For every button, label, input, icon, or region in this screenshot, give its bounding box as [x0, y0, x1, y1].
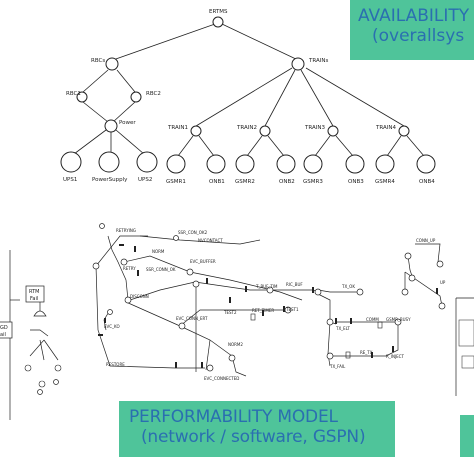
- gspn-label-test2: TEST2: [223, 310, 237, 315]
- rtm-fail-label: Fail: [30, 296, 38, 302]
- gspn-transitions: [98, 244, 438, 368]
- performability-banner-subtitle: (network / software, GSPN): [141, 427, 366, 447]
- train2-label: TRAIN2: [236, 125, 257, 131]
- gsmr3-label: GSMR3: [303, 179, 323, 185]
- trains-node: [291, 57, 305, 71]
- gspn-label-ssr-con-ok2: SSR_CON_OK2: [178, 230, 208, 235]
- gsmr2-label: GSMR2: [235, 179, 255, 185]
- rbcs-label: RBCs: [91, 58, 105, 64]
- onb4-node: [416, 154, 436, 174]
- train4-node: [398, 125, 410, 137]
- gspn-label-norm: NORM: [152, 249, 165, 254]
- gspn-label-disconn: DISCONN: [130, 294, 149, 299]
- onb2-label: ONB2: [279, 179, 295, 185]
- gspn-label-ric-buf: RIC_BUF: [286, 282, 303, 287]
- gsmr1-label: GSMR1: [166, 179, 186, 185]
- rbc1-node: [76, 91, 88, 103]
- gspn-label-re-tx: RE_TX: [360, 350, 373, 355]
- gsmr2-node: [235, 154, 255, 174]
- gsmr1-node: [166, 154, 186, 174]
- gspn-label-comm: COMM: [366, 317, 379, 322]
- train1-label: TRAIN1: [167, 125, 188, 131]
- ups2-node: [136, 151, 158, 173]
- gspn-label-ret-timer: RET_TIMER: [252, 308, 274, 313]
- ups2-label: UPS2: [138, 177, 152, 183]
- performability-model-banner: PERFORMABILITY MODEL (network / software…: [119, 401, 395, 457]
- gspn-label-tx-fail: TX_FAIL: [329, 364, 346, 369]
- availability-banner-title: AVAILABILITY: [358, 6, 470, 26]
- gsmr3-node: [303, 154, 323, 174]
- gd-box-label: GD: [0, 325, 8, 331]
- gspn-label-test1: TEST1: [285, 307, 299, 312]
- gspn-label-up: UP: [440, 280, 446, 285]
- gsmr4-node: [375, 154, 395, 174]
- powersupply-label: PowerSupply: [92, 177, 128, 183]
- train1-node: [190, 125, 202, 137]
- onb1-node: [206, 154, 226, 174]
- performability-banner-title: PERFORMABILITY MODEL: [129, 407, 338, 427]
- gspn-label-evc-connected: EVC_CONNECTED: [204, 376, 239, 381]
- gsmr4-label: GSMR4: [375, 179, 395, 185]
- availability-banner-subtitle: (overallsys: [372, 26, 465, 46]
- train3-label: TRAIN3: [304, 125, 325, 131]
- right-banner-fragment: [460, 415, 474, 457]
- trains-label: TRAINs: [308, 58, 328, 64]
- gspn-label-restore: RESTORE: [106, 362, 125, 367]
- right-diagram-fragment: [458, 319, 474, 369]
- gspn-places: [37, 223, 446, 395]
- gspn-label-gsmr-busy: GSMR_BUSY: [386, 317, 411, 322]
- ertms-label: ERTMS: [209, 9, 228, 15]
- rbc1-label: RBC1: [66, 91, 81, 97]
- rbc2-node: [130, 91, 142, 103]
- gspn-label-retrying: RETRYING: [116, 228, 136, 233]
- ups1-label: UPS1: [63, 177, 77, 183]
- onb1-label: ONB1: [209, 179, 225, 185]
- gspn-label-norm2: NORM2: [228, 342, 243, 347]
- gspn-label-r-inject: R_INJECT: [386, 354, 404, 359]
- gspn-label-evc-conn-ert: EVC_CONN_ERT: [176, 316, 208, 321]
- gspn-label-nvcontact: NVCONTACT: [198, 238, 223, 243]
- ail-box-label: ail: [0, 332, 6, 338]
- gspn-label-evc-ko: EVC_KO: [104, 324, 120, 329]
- rbc2-label: RBC2: [146, 91, 161, 97]
- gspn-label-t-buf-tim: T_BUF_TIM: [255, 284, 278, 289]
- ertms-node: [212, 16, 224, 28]
- powersupply-node: [98, 151, 120, 173]
- rbcs-node: [105, 57, 119, 71]
- onb4-label: ONB4: [419, 179, 435, 185]
- gspn-label-conn-up: CONN_UP: [416, 238, 436, 243]
- gspn-label-tx-ok: TX_OK: [341, 284, 355, 289]
- onb2-node: [276, 154, 296, 174]
- gspn-label-retry: RETRY: [123, 266, 136, 271]
- onb3-label: ONB3: [348, 179, 364, 185]
- gspn-network: [9, 235, 474, 420]
- train3-node: [327, 125, 339, 137]
- left-fault-tree-fragment: RTM Fail GD ail: [0, 285, 62, 388]
- power-label: Power: [119, 120, 136, 126]
- availability-tree-edges: [73, 23, 425, 157]
- train4-label: TRAIN4: [375, 125, 396, 131]
- gspn-label-evc-buffer: EVC_BUFFER: [190, 259, 216, 264]
- onb3-node: [345, 154, 365, 174]
- train2-node: [259, 125, 271, 137]
- gspn-hollow-transitions: [250, 313, 383, 359]
- gspn-label-tx-elt: TX_ELT: [335, 326, 350, 331]
- power-node: [104, 119, 118, 133]
- ups1-node: [60, 151, 82, 173]
- rtm-box-label: RTM: [29, 289, 39, 295]
- availability-model-banner: AVAILABILITY (overallsys: [350, 0, 474, 60]
- gspn-label-ssr-conn-ok: SSR_CONN_OK: [146, 267, 176, 272]
